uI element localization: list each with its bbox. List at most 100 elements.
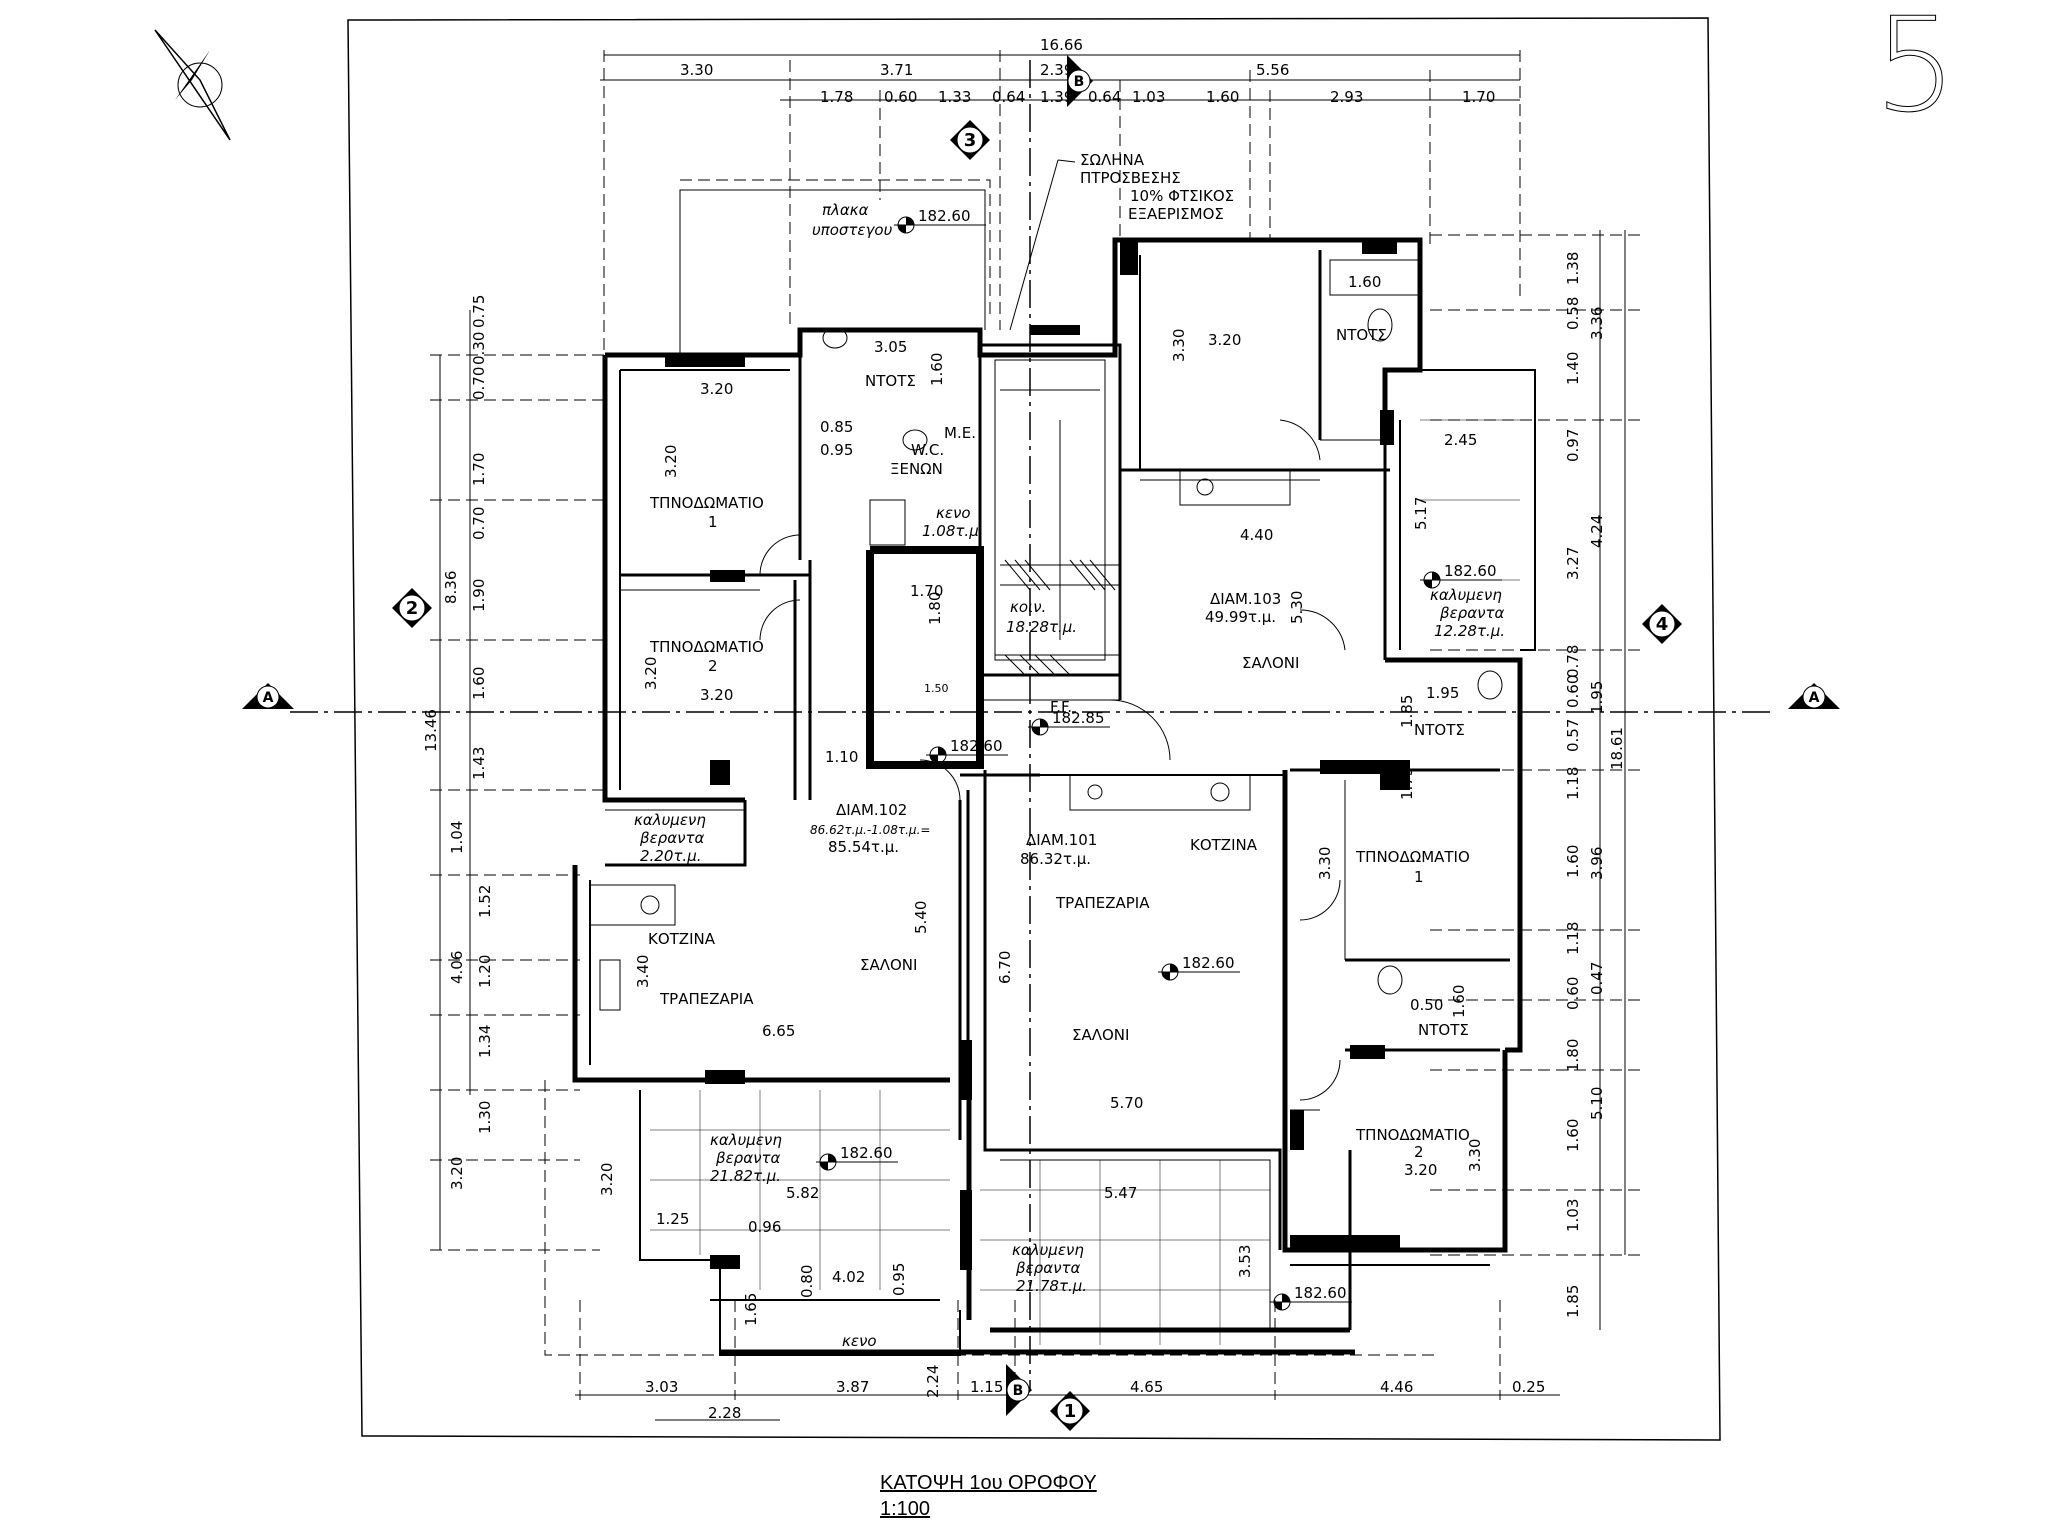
grid-marker-2: 2 [392,588,432,628]
dim-top-s9: 2.93 [1330,88,1363,106]
section-marker-a-left-label: A [263,690,274,706]
dim-inner-14: 3.30 [1170,329,1188,362]
room-wc-top-right: ΝΤΟΤΣ [1336,326,1387,344]
dimension-lines [430,50,1640,1421]
dim-right-r2: 0.58 [1564,297,1582,330]
dim-inner-1: 3.20 [700,380,733,398]
dim-inner-19: 5.17 [1412,497,1430,530]
level-4: 182.60 [1444,562,1497,580]
dim-inner-36: 5.82 [786,1184,819,1202]
room-bedroom-2-left: ΤΠΝΟΔΩΜΑΤΙΟ [649,638,764,656]
room-apt-102: ΔΙΑΜ.102 [836,801,907,819]
level-markers: 182.60 182.60 182.85 182.60 182.60 182.6… [816,207,1502,1311]
room-veranda-right-area: 12.28τ.μ. [1434,622,1505,640]
dim-right-r7: 0.60 [1564,675,1582,708]
room-labels: ΤΠΝΟΔΩΜΑΤΙΟ 1 ΤΠΝΟΔΩΜΑΤΙΟ 2 ΝΤΟΤΣ W.C. Ξ… [634,326,1505,1350]
dim-inner-13: 1.50 [924,682,949,695]
room-wc-top: ΝΤΟΤΣ [865,372,916,390]
dim-inner-42: 1.65 [742,1293,760,1326]
dim-top-c: 2.39 [1040,61,1073,79]
dim-top-s3: 1.33 [938,88,971,106]
dim-right-o6: 5.10 [1588,1087,1606,1120]
room-veranda-small: καλυμενη [634,811,706,829]
dim-bottom-b8: 2.28 [708,1404,741,1422]
dim-right-r3: 1.40 [1564,352,1582,385]
room-apt-102-area: 85.54τ.μ. [828,838,899,856]
north-arrow-icon [154,29,231,141]
dim-bottom-b7: 0.25 [1512,1378,1545,1396]
room-veranda-small-2: βεραντα [639,829,704,847]
drawing-title-block: ΚΑΤΟΨΗ 1ου ΟΡΟΦΟΥ 1:100 [880,1470,1097,1522]
dim-left-l1: 0.75 [470,295,488,328]
dim-inner-35: 3.20 [598,1163,616,1196]
dim-right-o5: 0.47 [1588,962,1606,995]
dim-right-r5: 3.27 [1564,547,1582,580]
room-veranda-bm: καλυμενη [1012,1241,1084,1259]
dim-left-l13: 4.06 [448,951,466,984]
dim-top-s1: 1.78 [820,88,853,106]
dim-inner-32: 6.65 [762,1022,795,1040]
section-marker-a-left: A [242,683,294,709]
fixtures [589,259,1503,1011]
dim-right-total: 18.61 [1608,727,1626,770]
dim-inner-27: 1.60 [1450,985,1468,1018]
dim-right-r4: 0.97 [1564,429,1582,462]
dim-left-l3: 0.70 [470,367,488,400]
dim-left-l7: 1.60 [470,667,488,700]
dim-inner-2: 3.20 [662,445,680,478]
room-bedroom-2-right: ΤΠΝΟΔΩΜΑΤΙΟ [1355,1126,1470,1144]
dim-inner-41: 0.95 [890,1263,908,1296]
dim-bottom-b5: 4.65 [1130,1378,1163,1396]
section-marker-b-top-label: B [1074,74,1085,90]
room-void-bottom: κενο [842,1332,877,1350]
dim-inner-12: 1.80 [926,592,944,625]
room-bedroom-1-left-num: 1 [708,513,718,531]
dim-inner-6: 0.95 [820,441,853,459]
dim-inner-4: 1.60 [928,353,946,386]
dim-inner-44: 3.53 [1236,1245,1254,1278]
dim-inner-15: 3.20 [1208,331,1241,349]
dim-bottom-b3: 2.24 [924,1365,942,1398]
dim-inner-18: 2.45 [1444,431,1477,449]
dim-right-o4: 3.96 [1588,847,1606,880]
room-void-small-area: 1.08τ.μ. [922,522,984,540]
level-2: 182.60 [950,737,1003,755]
dim-left-l10: 1.52 [476,885,494,918]
dim-bottom-b6: 4.46 [1380,1378,1413,1396]
dim-inner-37: 1.25 [656,1210,689,1228]
dim-right-r1: 1.38 [1564,252,1582,285]
room-veranda-right-2: βεραντα [1439,604,1504,622]
grid-marker-3-label: 3 [964,130,977,151]
dim-right-r12: 0.60 [1564,977,1582,1010]
room-veranda-bl-2: βεραντα [715,1149,780,1167]
dims-bottom: 3.03 3.87 2.24 1.15 4.65 4.46 0.25 2.28 [645,1365,1545,1422]
room-veranda-small-area: 2.20τ.μ. [640,847,702,865]
room-ff: F.F. [1050,698,1072,716]
level-1: 182.60 [918,207,971,225]
room-veranda-bm-2: βεραντα [1015,1259,1080,1277]
dim-inner-10: 1.10 [825,748,858,766]
dims-left: 13.46 8.36 0.75 0.30 0.70 1.70 0.70 1.90… [422,295,494,1190]
room-bedroom-1-right: ΤΠΝΟΔΩΜΑΤΙΟ [1355,848,1470,866]
dim-inner-24: 1.75 [1398,767,1416,800]
dim-right-o1: 3.36 [1588,307,1606,340]
section-marker-a-right: A [1788,683,1840,709]
grid-marker-3: 3 [950,120,990,160]
dim-inner-39: 4.02 [832,1268,865,1286]
dim-top-s10: 1.70 [1462,88,1495,106]
room-veranda-bl-area: 21.82τ.μ. [710,1167,781,1185]
dim-left-l9: 1.04 [448,821,466,854]
tile-grid [650,419,1520,1345]
room-wc-guest-1: W.C. [911,441,944,459]
room-kitchen-101: ΚΟΤΖΙΝΑ [1190,836,1258,854]
section-marker-b-top: B [1067,55,1093,107]
dims-top: 16.66 3.30 3.71 2.39 5.56 1.78 0.60 1.33… [680,36,1495,106]
dim-right-r10: 1.60 [1564,845,1582,878]
room-apt-103: ΔΙΑΜ.103 [1210,590,1281,608]
level-3: 182.85 [1052,709,1105,727]
dim-left-sub: 8.36 [442,571,460,604]
grid-marker-1-label: 1 [1064,1401,1077,1422]
dim-right-o3: 1.95 [1588,681,1606,714]
dim-inner-40: 0.80 [798,1265,816,1298]
